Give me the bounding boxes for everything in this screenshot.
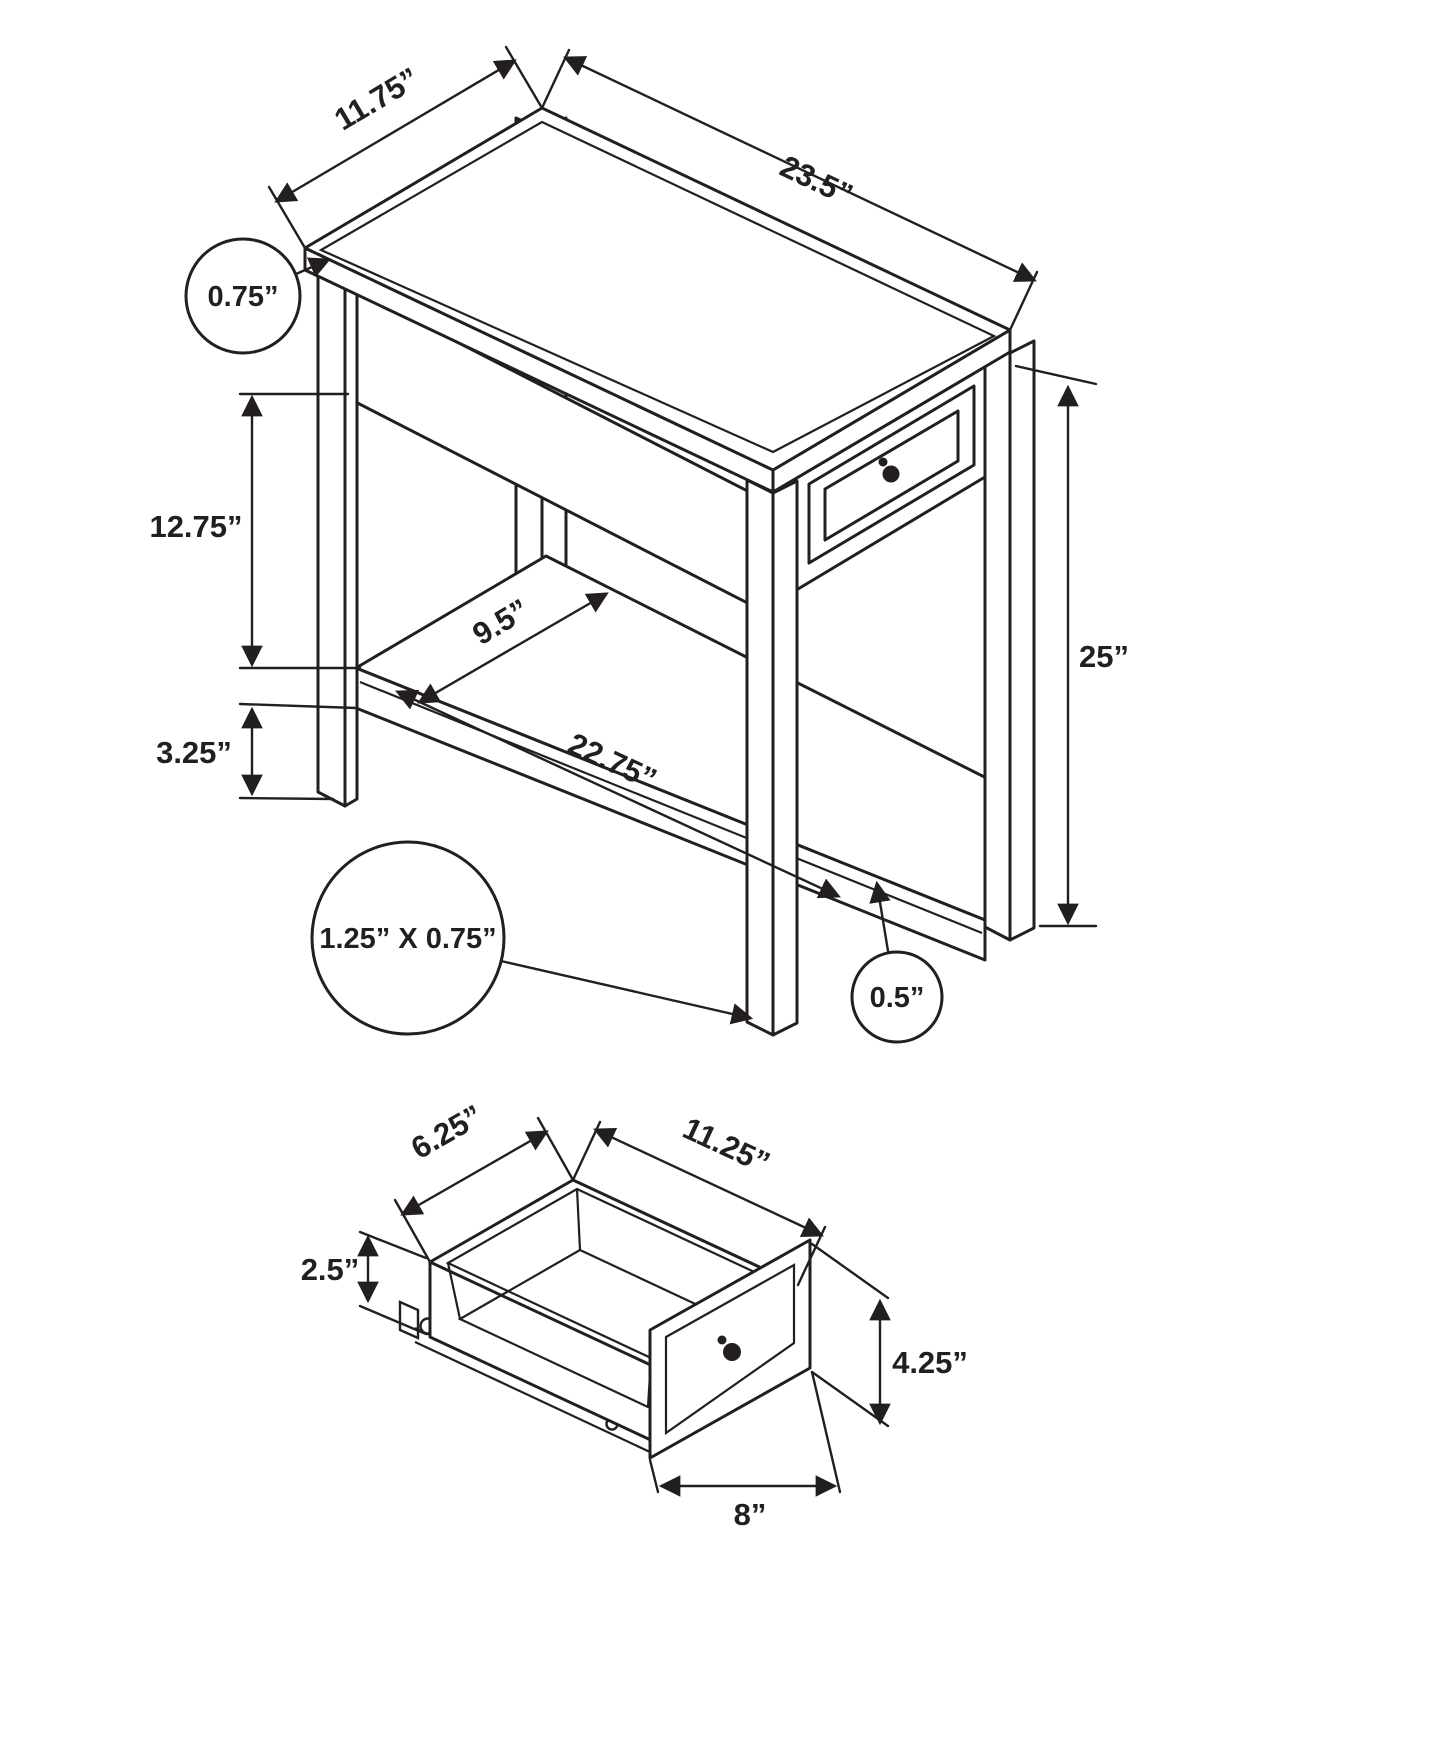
front-width-ext-line-2 <box>810 1370 842 1494</box>
table-leg-front-left-front-face <box>316 260 347 808</box>
top-depth-label: 11.75” <box>328 61 424 138</box>
shelf-depth-dim-line <box>417 592 609 704</box>
table-leg-front-left-side-face <box>343 267 359 808</box>
drawer-slide-rail-bottom <box>414 1341 651 1453</box>
leg-size-leader-line <box>499 959 754 1025</box>
drawer-knob <box>882 465 900 483</box>
leg-size-label: 1.25” X 0.75” <box>319 923 496 955</box>
drawer-depth-ext-line-2 <box>536 1116 575 1182</box>
shelf-thickness-callout-circle <box>850 950 944 1044</box>
shelf-floor-ext-line-bottom <box>238 796 335 801</box>
drawer-detail-knob-stem <box>717 1335 727 1345</box>
shelf-thickness-label: 0.5” <box>870 982 925 1014</box>
shelf-floor-ext-line-top <box>238 702 358 710</box>
table-leg-back-right-side-face <box>1008 339 1036 942</box>
table-leg-front-right-front-face <box>745 478 775 1037</box>
table-leg-front-right-side-face <box>771 479 799 1037</box>
drawer-detail-knob <box>723 1343 741 1361</box>
top-depth-dim-line <box>274 59 517 203</box>
top-length-ext-line-1 <box>540 48 571 110</box>
drawer-detail-front-inner-panel <box>664 1263 796 1436</box>
front-width-ext-line-1 <box>648 1458 660 1494</box>
drawer-height-label: 2.5” <box>301 1252 360 1287</box>
shelf-floor-label: 3.25” <box>156 735 232 770</box>
drawer-knob-stem <box>878 457 888 467</box>
front-height-label: 4.25” <box>892 1345 968 1380</box>
table-leg-back-right-front-face <box>983 338 1012 942</box>
drawer-length-dim-line <box>593 1127 824 1238</box>
shelf-length-dim-line <box>395 689 841 899</box>
apron-shelf-label: 12.75” <box>149 509 242 544</box>
overall-height-ext-line-top <box>1014 364 1098 386</box>
top-thickness-callout-circle <box>184 237 302 355</box>
shelf-thickness-leader-line <box>869 880 891 953</box>
drawer-depth-label: 6.25” <box>405 1098 488 1166</box>
top-length-label: 23.5” <box>775 148 859 212</box>
drawer-box-inner-corner-back <box>575 1188 582 1251</box>
drawer-box-inner-corner-left <box>446 1262 462 1320</box>
top-thickness-leader-line <box>294 257 331 278</box>
drawer-length-label: 11.25” <box>678 1110 776 1180</box>
top-length-dim-line <box>563 56 1037 282</box>
drawer-slide-bracket <box>398 1300 420 1340</box>
overall-height-label: 25” <box>1079 639 1129 674</box>
drawer-depth-dim-line <box>400 1130 549 1216</box>
front-height-ext-line-top <box>810 1242 890 1300</box>
top-thickness-label: 0.75” <box>208 281 279 313</box>
front-width-label: 8” <box>734 1497 767 1532</box>
top-depth-ext-line-2 <box>504 45 544 110</box>
drawer-box-rim-front-left-edge <box>428 1260 657 1369</box>
drawer-height-ext-line-bottom <box>358 1304 428 1336</box>
leg-size-callout-circle <box>310 840 506 1036</box>
